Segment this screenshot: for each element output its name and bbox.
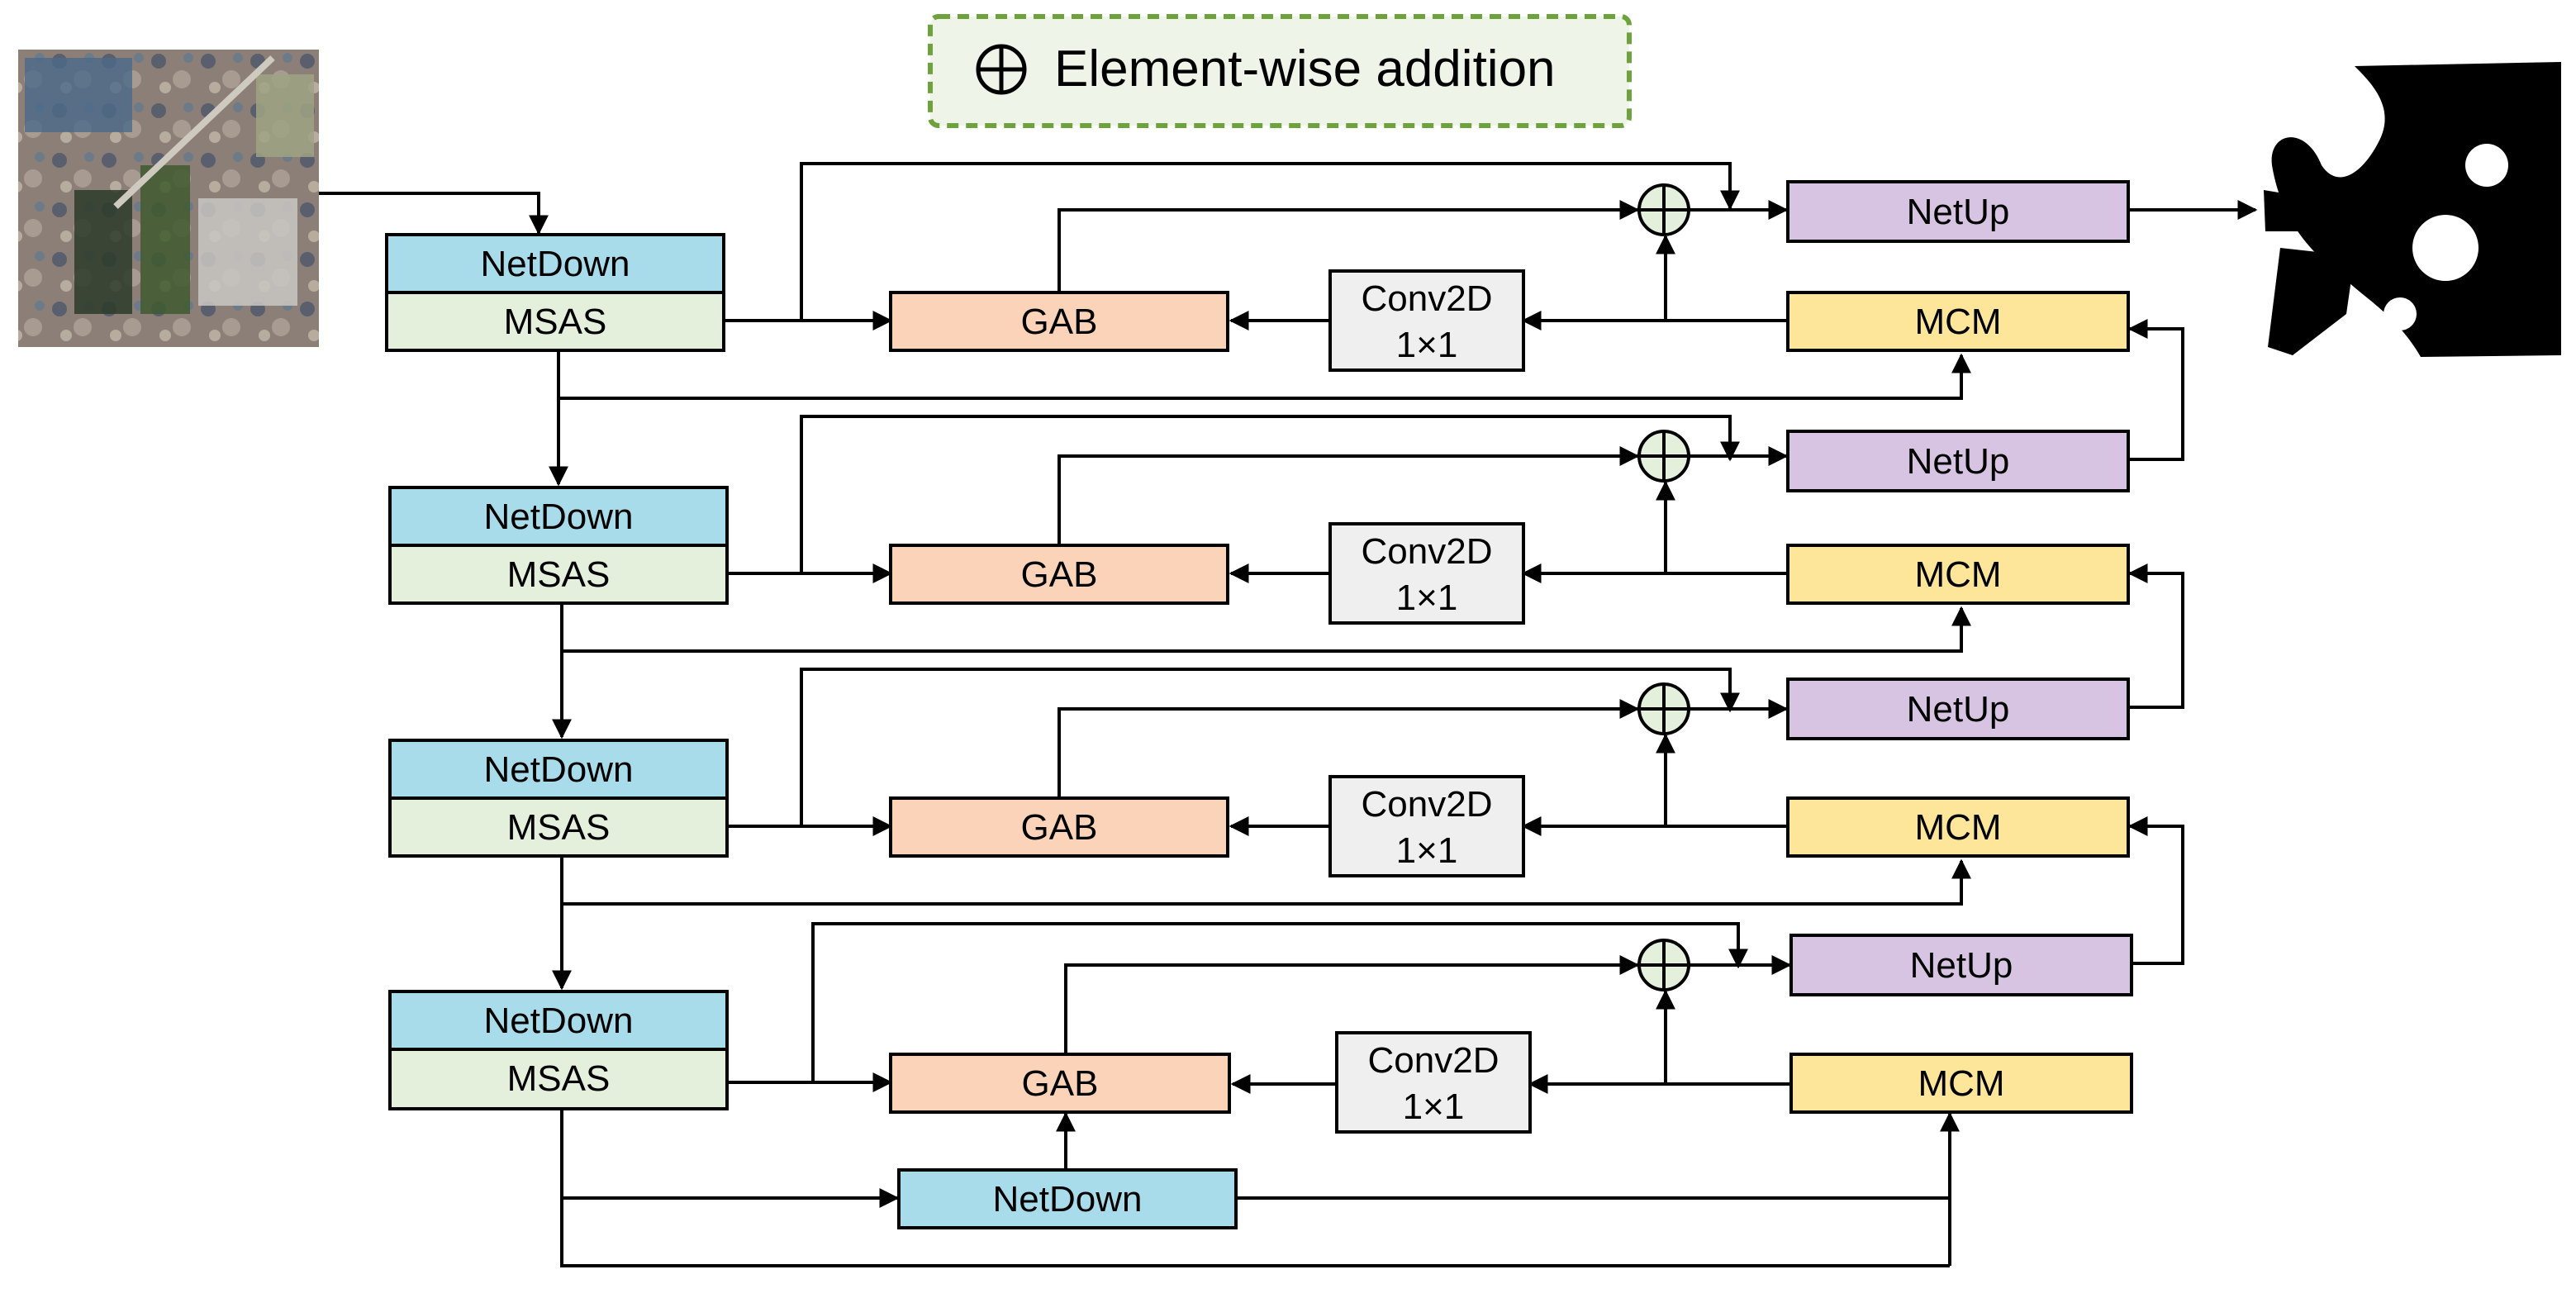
gab-block <box>889 1053 1231 1114</box>
conv2d-kernel-label: 1×1 <box>1396 830 1458 871</box>
legend-box <box>928 14 1632 128</box>
conv2d-block <box>1328 522 1525 625</box>
msas-label: MSAS <box>507 554 611 595</box>
conv2d-label: Conv2D <box>1362 784 1493 825</box>
msas-block <box>388 544 729 605</box>
netup-label: NetUp <box>1907 192 2010 232</box>
output-segmentation-mask <box>2262 59 2561 362</box>
legend-label: Element-wise addition <box>1054 40 1556 97</box>
gab-block <box>889 544 1229 605</box>
element-wise-addition-icon <box>1637 183 1690 236</box>
mcm-label: MCM <box>1918 1063 2004 1104</box>
netdown-label: NetDown <box>484 1001 634 1041</box>
netup-block <box>1786 430 2130 492</box>
msas-label: MSAS <box>507 807 611 848</box>
decoder-level-4: GAB Conv2D 1×1 MCM NetUp <box>889 934 2133 1134</box>
conv2d-block <box>1328 269 1525 372</box>
gab-label: GAB <box>1021 302 1098 342</box>
conv2d-label: Conv2D <box>1362 531 1493 572</box>
conv2d-kernel-label: 1×1 <box>1403 1086 1465 1127</box>
decoder-level-3: GAB Conv2D 1×1 MCM NetUp <box>889 678 2130 877</box>
legend: Element-wise addition <box>928 14 1632 128</box>
input-satellite-image <box>18 50 319 347</box>
addition-symbol-icon <box>976 44 1027 95</box>
netdown-block <box>897 1168 1238 1229</box>
encoder-stage-1: NetDown MSAS <box>385 233 725 352</box>
netup-block <box>1789 934 2133 996</box>
decoder-level-1: GAB Conv2D 1×1 MCM NetUp <box>889 180 2130 372</box>
conv2d-block <box>1328 775 1525 877</box>
netdown-block <box>388 990 729 1051</box>
netdown-label: NetDown <box>481 244 630 284</box>
netdown-label: NetDown <box>993 1179 1143 1220</box>
msas-block <box>385 291 725 352</box>
conv2d-label: Conv2D <box>1362 278 1493 319</box>
mcm-label: MCM <box>1914 807 2001 848</box>
mcm-block <box>1789 1053 2133 1114</box>
mcm-block <box>1786 796 2130 858</box>
netup-label: NetUp <box>1907 441 2010 482</box>
conv2d-label: Conv2D <box>1368 1040 1499 1081</box>
netup-block <box>1786 180 2130 243</box>
gab-label: GAB <box>1022 1063 1099 1104</box>
encoder-stage-4: NetDown MSAS <box>388 990 729 1110</box>
encoder-stage-2: NetDown MSAS <box>388 486 729 605</box>
conv2d-kernel-label: 1×1 <box>1396 325 1458 365</box>
bottom-netdown: NetDown <box>897 1168 1238 1229</box>
mcm-label: MCM <box>1914 554 2001 595</box>
gab-label: GAB <box>1021 554 1098 595</box>
encoder-stage-3: NetDown MSAS <box>388 739 729 858</box>
conv2d-kernel-label: 1×1 <box>1396 578 1458 618</box>
mcm-label: MCM <box>1914 302 2001 342</box>
gab-label: GAB <box>1021 807 1098 848</box>
mcm-block <box>1786 544 2130 605</box>
element-wise-addition-icon <box>1637 430 1690 483</box>
element-wise-addition-icon <box>1637 682 1690 735</box>
netdown-block <box>388 739 729 800</box>
msas-label: MSAS <box>507 1058 611 1099</box>
netdown-label: NetDown <box>484 749 634 790</box>
conv2d-block <box>1335 1031 1532 1134</box>
gab-block <box>889 796 1229 858</box>
mcm-block <box>1786 291 2130 352</box>
gab-block <box>889 291 1229 352</box>
connectors <box>319 162 2258 1267</box>
decoder-level-2: GAB Conv2D 1×1 MCM NetUp <box>889 430 2130 625</box>
msas-block <box>388 796 729 858</box>
netup-label: NetUp <box>1907 689 2010 730</box>
netdown-label: NetDown <box>484 497 634 537</box>
netup-label: NetUp <box>1910 945 2013 986</box>
element-wise-addition-icon <box>1637 939 1690 991</box>
msas-label: MSAS <box>504 302 607 342</box>
netdown-block <box>388 486 729 547</box>
msas-block <box>388 1048 729 1110</box>
netup-block <box>1786 678 2130 740</box>
